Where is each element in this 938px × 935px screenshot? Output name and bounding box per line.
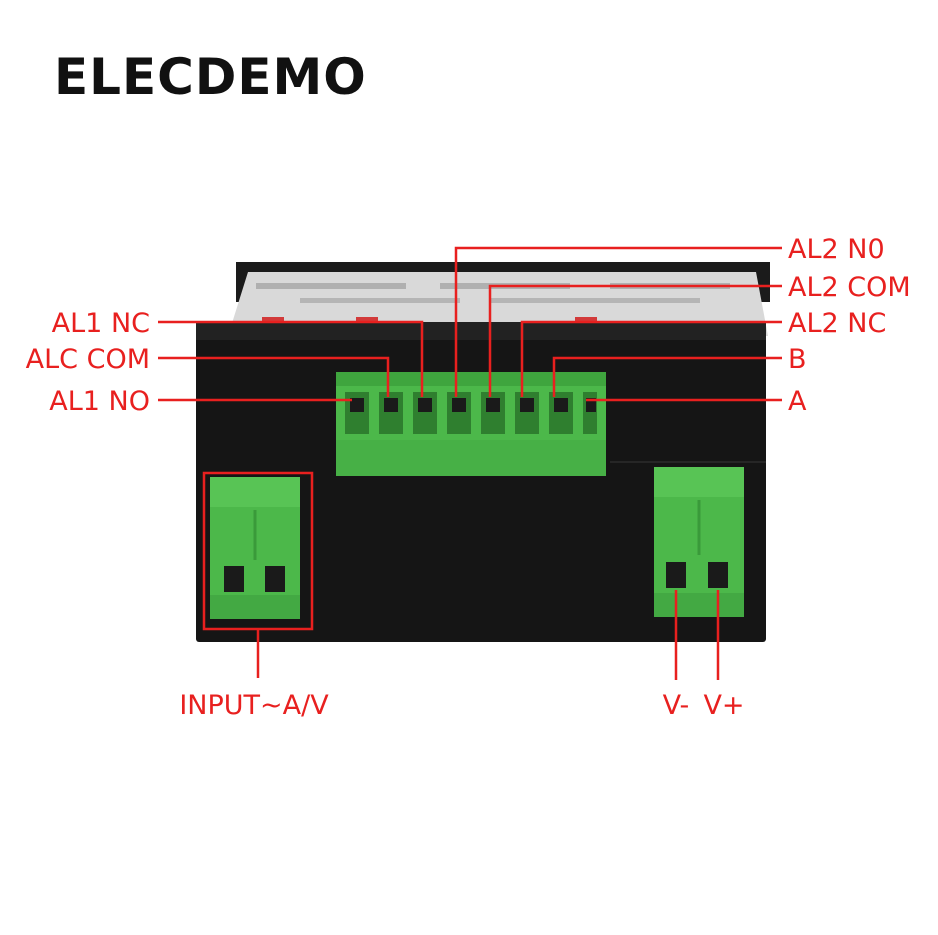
label-input: INPUT~A/V [179, 690, 329, 721]
label-b: B [788, 344, 807, 375]
label-al2-n0: AL2 N0 [788, 234, 885, 265]
label-v-minus: V- [663, 690, 690, 721]
leader-al2-com [488, 284, 782, 397]
label-al1-no: AL1 NO [49, 386, 150, 417]
terminal-block-power [654, 467, 744, 617]
label-al2-com: AL2 COM [788, 272, 911, 303]
leader-al2-n0 [454, 246, 782, 397]
brand-title: ELECDEMO [54, 48, 367, 106]
leader-alc-com [158, 356, 390, 397]
terminal-block-8pin [336, 372, 606, 476]
leader-al1-nc [158, 320, 424, 397]
label-a: A [788, 386, 807, 417]
label-al1-nc: AL1 NC [52, 308, 150, 339]
annotation-lines [158, 246, 782, 680]
label-alc-com: ALC COM [26, 344, 150, 375]
label-v-plus: V+ [703, 690, 744, 721]
leader-b [552, 356, 782, 397]
label-al2-nc: AL2 NC [788, 308, 886, 339]
terminal-block-input [202, 471, 314, 631]
leader-al2-nc [520, 320, 782, 397]
